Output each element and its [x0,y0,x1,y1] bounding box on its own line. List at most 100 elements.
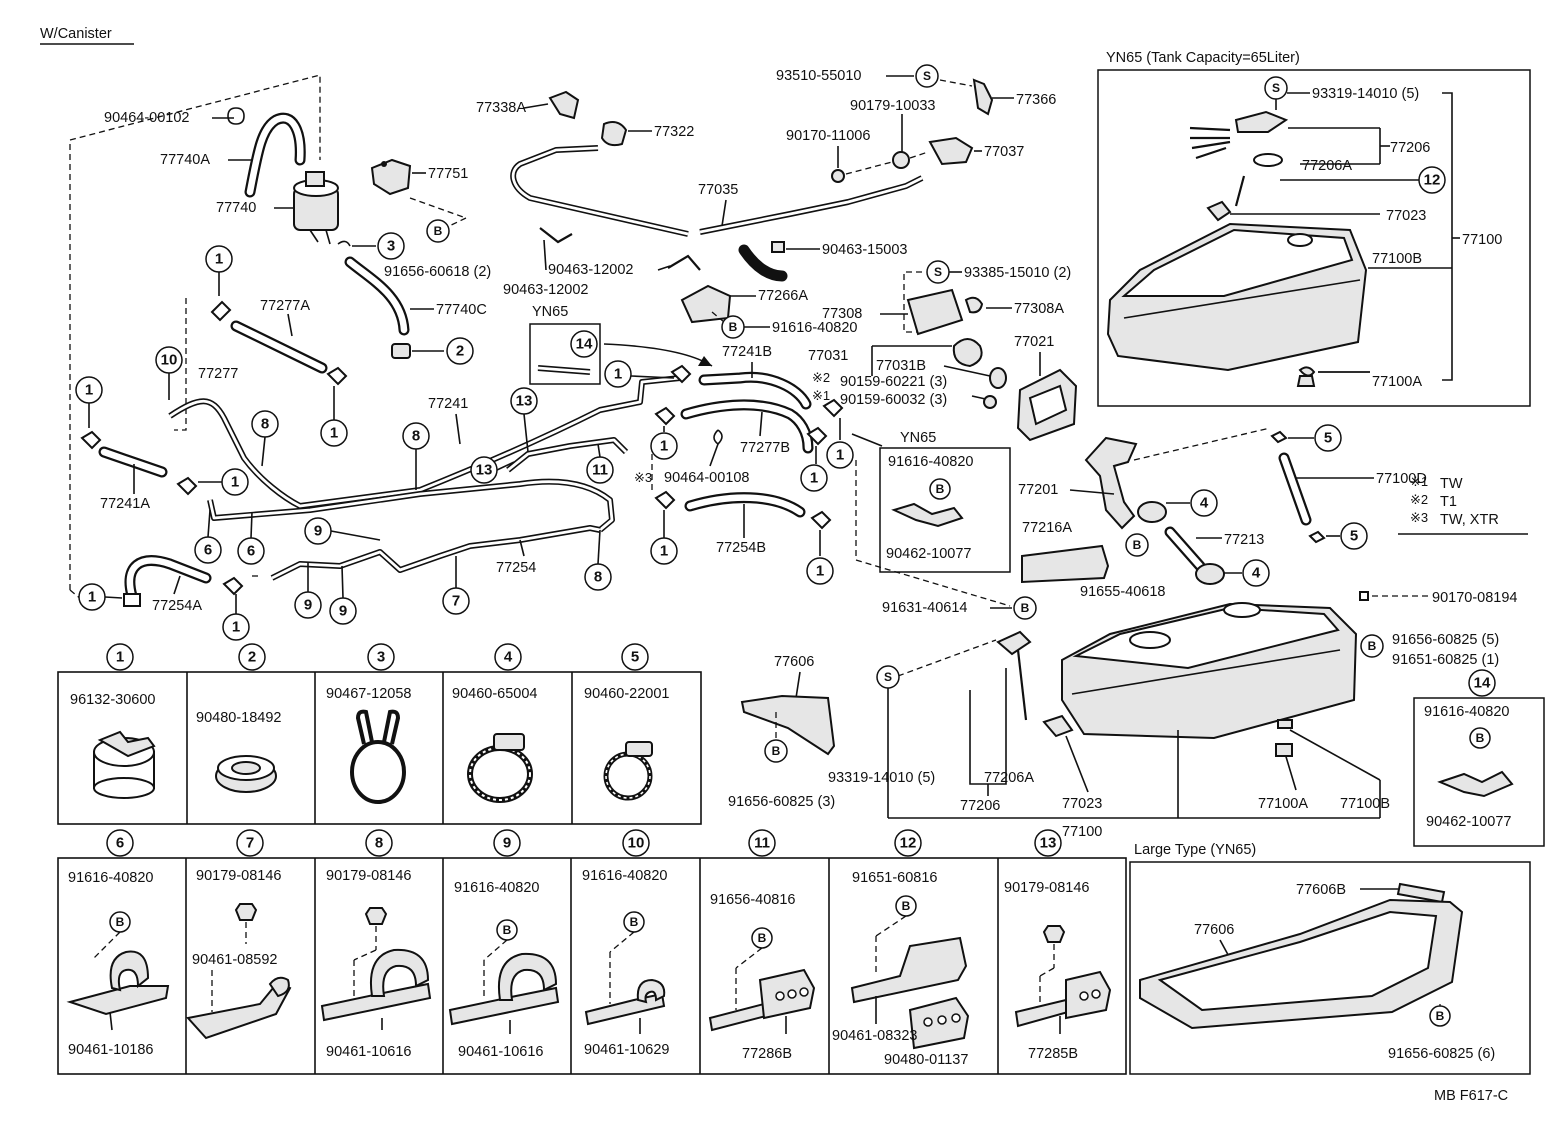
bolt-b-marker [929,478,951,500]
bolt-b-marker [1429,1005,1451,1027]
table-callout-9 [493,829,521,857]
label-90463-12002-a: 90463-12002 [548,262,633,278]
svg-text:6: 6 [247,543,255,560]
bolt-b-marker [1125,533,1149,557]
table-label-90460-65004: 90460-65004 [452,686,537,702]
connector-77023-icon [1206,200,1232,222]
filler-neck-77201-icon [1084,436,1138,530]
callout-1 [826,441,854,469]
pipe-clamp-icon [584,978,666,1026]
grommet-77322-icon [600,121,628,147]
table-label-90480-18492: 90480-18492 [196,710,281,726]
label-77740A: 77740A [160,152,210,168]
svg-text:13: 13 [516,393,533,410]
label-90170-11006: 90170-11006 [786,128,870,144]
svg-text:※2: ※2 [1410,492,1428,507]
svg-text:10: 10 [628,835,645,852]
clamp-icon [222,576,244,596]
bracket-77266A-icon [680,284,732,324]
bracket-77308-icon [906,288,964,336]
label-93319-14010-a: 93319-14010 (5) [1312,86,1419,102]
sender-gauge-77206-icon [1189,110,1289,207]
label-77241: 77241 [428,396,468,412]
svg-text:S: S [923,69,931,83]
svg-text:12: 12 [1424,172,1441,189]
svg-text:※1: ※1 [1410,474,1428,489]
label-yn65-box-top: 91616-40820 [888,454,973,470]
callout-2 [446,337,474,365]
svg-text:8: 8 [412,428,420,445]
callout-1 [806,557,834,585]
table-label-90461-10616-b: 90461-10616 [458,1044,543,1060]
svg-text:B: B [1476,731,1485,745]
svg-text:S: S [1272,81,1280,95]
label-77037: 77037 [984,144,1024,160]
clamp-bracket-icon [1437,770,1514,798]
table-callout-11 [748,829,776,857]
label-77241B: 77241B [722,344,772,360]
table-callout-8 [365,829,393,857]
label-77277B: 77277B [740,440,790,456]
clamp-table-row-2: 6 91616-40820 B 90461-10186 7 90179-0814… [57,829,1127,1075]
svg-text:B: B [116,915,125,929]
callout-1 [222,613,250,641]
label-77751: 77751 [428,166,468,182]
label-77031B: 77031B [876,358,926,374]
label-77254B: 77254B [716,540,766,556]
label-77201: 77201 [1018,482,1058,498]
label-90463-15003: 90463-15003 [822,242,907,258]
label-77100D: 77100D [1376,471,1427,487]
label-90179-10033: 90179-10033 [850,98,935,114]
callout-1 [650,537,678,565]
table-callout-2 [238,643,266,671]
svg-text:B: B [902,899,911,913]
table-label-90461-10629: 90461-10629 [584,1042,669,1058]
note-2: T1 [1440,494,1457,510]
cushion-icon [908,996,970,1050]
clip-icon [337,240,351,247]
label-yn65-box-bottom: 90462-10077 [886,546,971,562]
svg-text:6: 6 [116,835,124,852]
table-label-91616-40820-a: 91616-40820 [68,870,153,886]
label-77308: 77308 [822,306,862,322]
svg-text:1: 1 [232,619,240,636]
label-77322: 77322 [654,124,694,140]
label-91656-60825-6: 91656-60825 (6) [1388,1046,1495,1062]
label-77606: 77606 [774,654,814,670]
screw-s-marker [915,64,939,88]
label-90170-08194: 90170-08194 [1432,590,1517,606]
table-label-91616-40820-c: 91616-40820 [582,868,667,884]
bracket-77338A-icon [548,90,580,120]
wire-clamp-icon [350,709,406,804]
table-label-90179-08146-a: 90179-08146 [196,868,281,884]
bolt-b-marker [426,219,450,243]
callout-1 [320,419,348,447]
callout-1 [650,432,678,460]
label-77277: 77277 [198,366,238,382]
table-callout-6 [106,829,134,857]
svg-text:B: B [729,320,738,334]
nut-icon [234,903,258,921]
note-3: TW, XTR [1440,512,1499,528]
yn65-tank-box-title: YN65 (Tank Capacity=65Liter) [1106,50,1300,66]
label-77021: 77021 [1014,334,1054,350]
clamp-icon [654,490,676,510]
label-91655-40618: 91655-40618 [1080,584,1165,600]
cushion-clamp-icon [1014,970,1112,1028]
cap-77031-icon [952,338,983,368]
table-callout-3 [367,643,395,671]
large-type-title: Large Type (YN65) [1134,842,1256,858]
label-77740C: 77740C [436,302,487,318]
svg-text:2: 2 [248,649,256,666]
clamp-icon [822,398,844,418]
wire-clip-icon [186,976,292,1040]
yn65-small-box [879,447,1011,573]
table-label-90460-22001: 90460-22001 [584,686,669,702]
label-77216A: 77216A [1022,520,1072,536]
tank-protector-77606-icon [740,694,836,756]
svg-text:1: 1 [810,470,818,487]
drain-plug-icon [1296,375,1316,387]
svg-text:B: B [630,915,639,929]
svg-text:3: 3 [377,649,385,666]
label-77606-large: 77606 [1194,922,1234,938]
